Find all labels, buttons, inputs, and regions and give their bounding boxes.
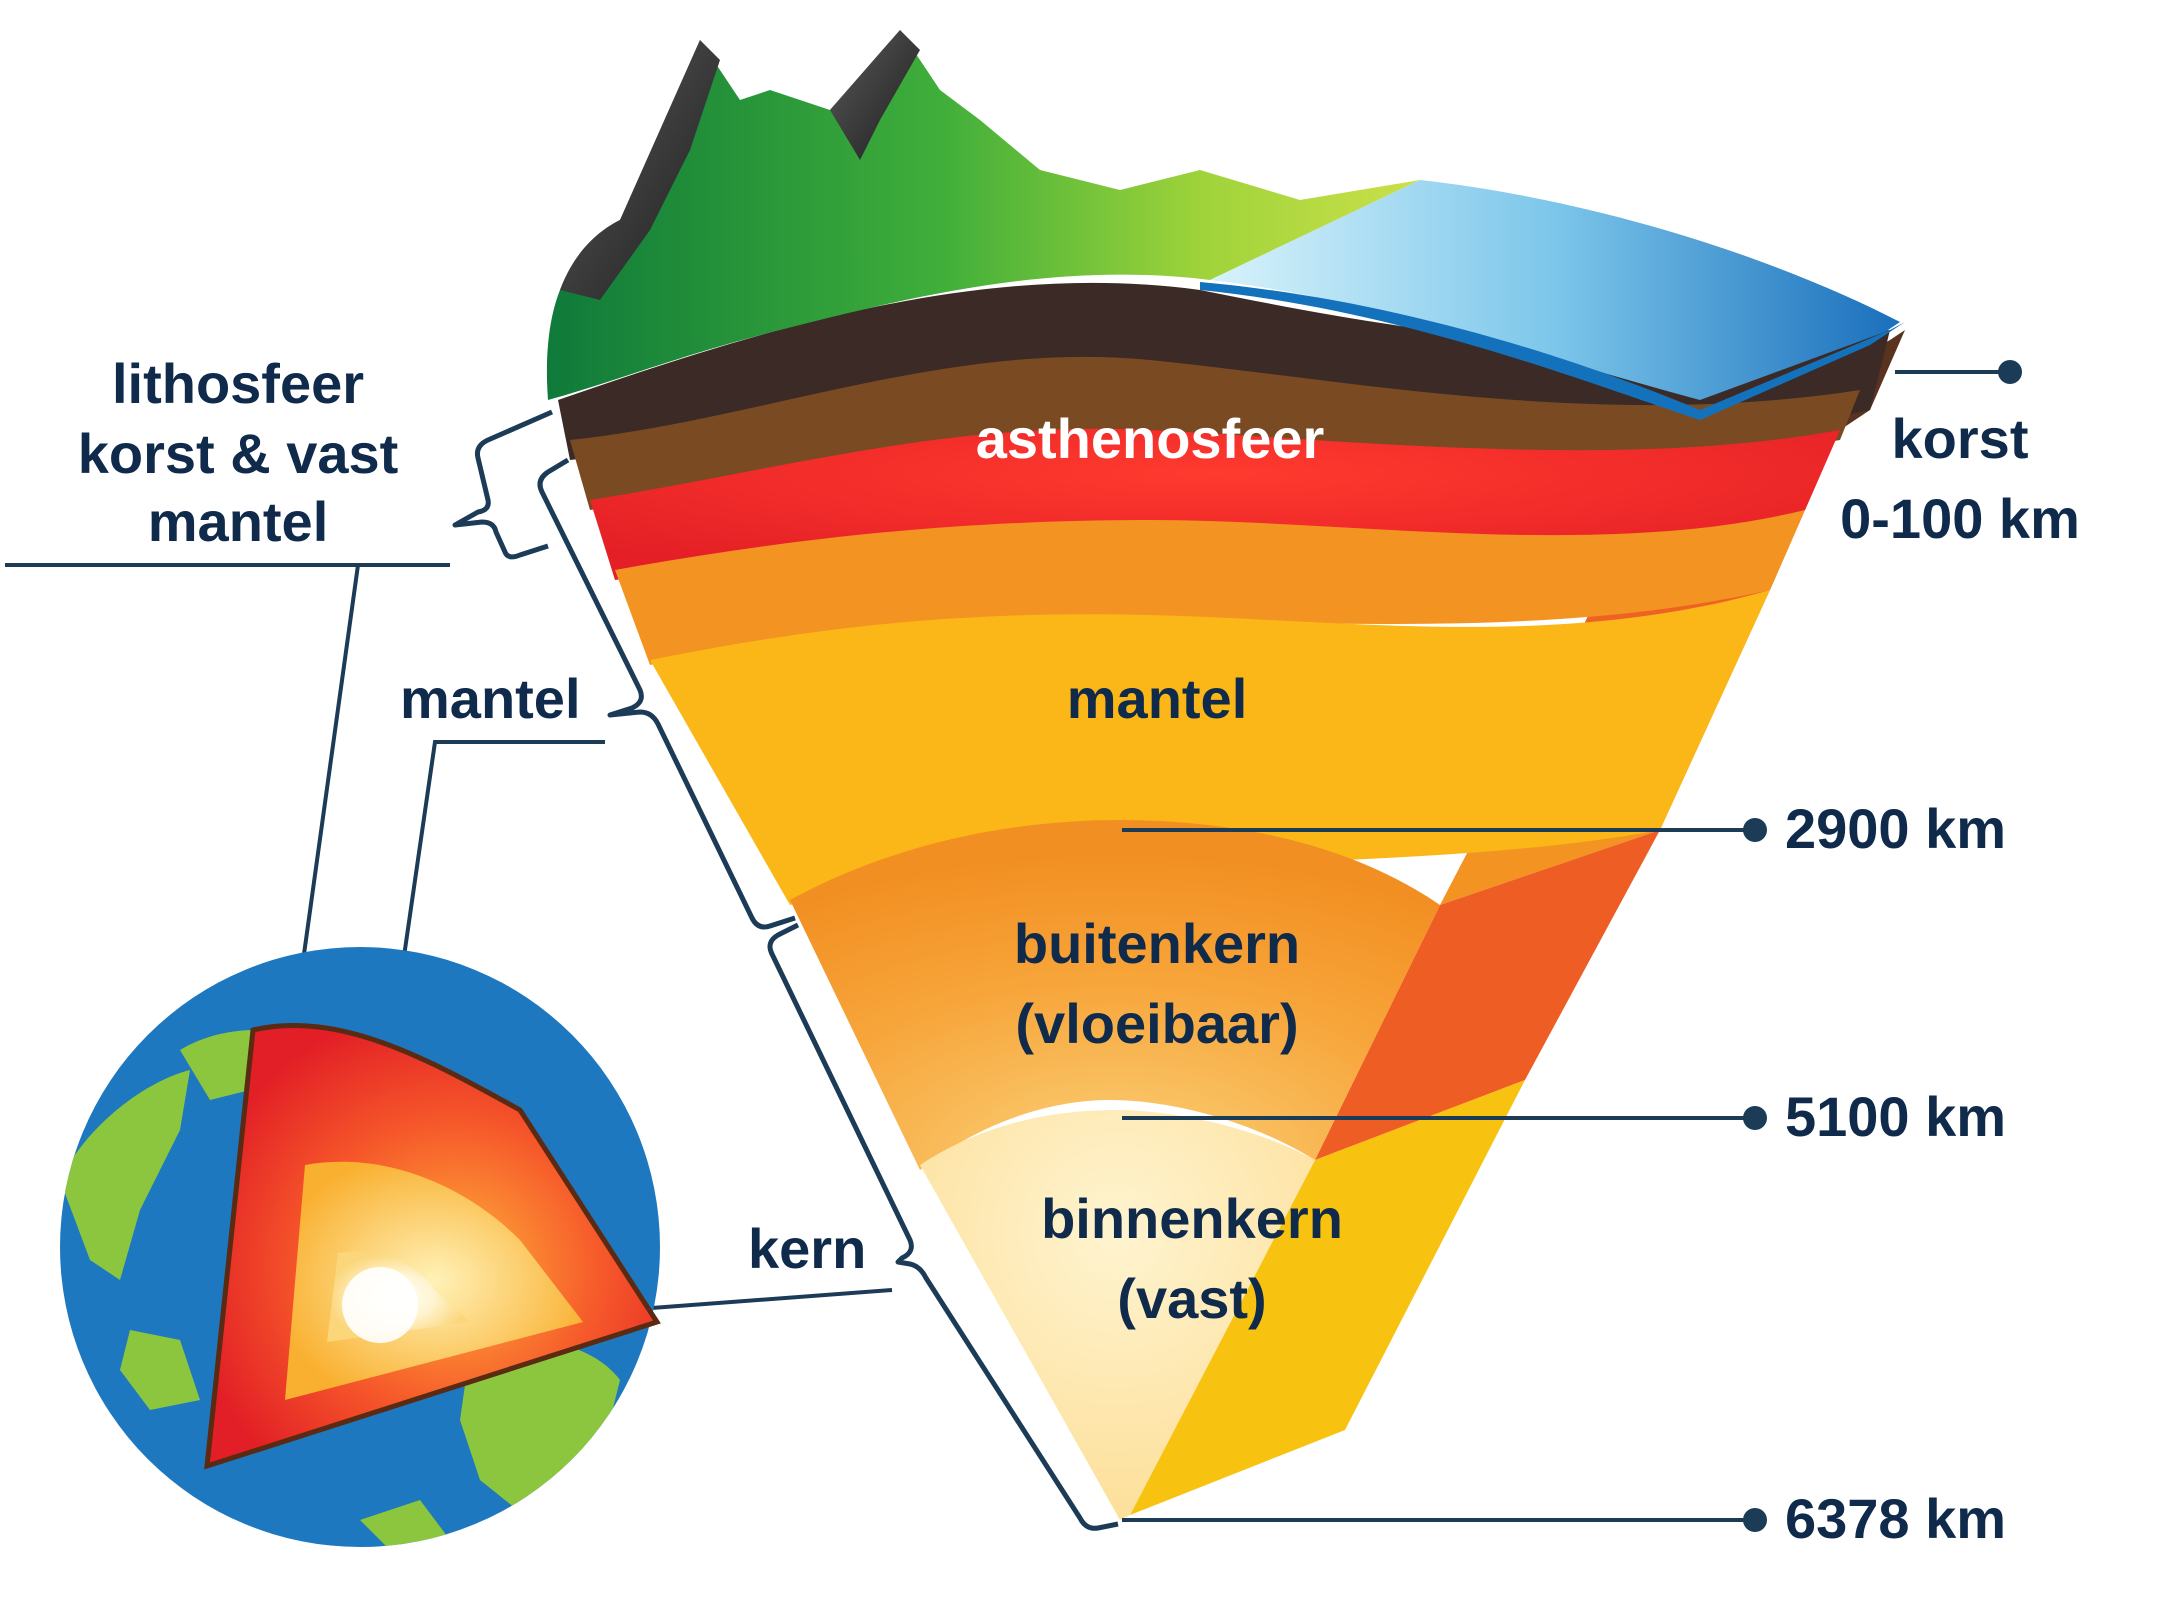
ocean-edge bbox=[1200, 282, 1905, 420]
dot-crust bbox=[1998, 360, 2022, 384]
label-lithosphere-line2: korst & vast bbox=[77, 422, 399, 485]
layer-mantle bbox=[650, 590, 1770, 905]
mountain-rock-2 bbox=[830, 30, 920, 160]
bracket-mantle bbox=[537, 457, 796, 930]
side-face-outer-core bbox=[1315, 830, 1660, 1160]
surface-land bbox=[546, 30, 1420, 400]
cross-section-wedge bbox=[546, 30, 1905, 1520]
label-inner-core-line2: (vast) bbox=[1117, 1267, 1267, 1330]
dot-5100 bbox=[1743, 1106, 1767, 1130]
label-depth-2900: 2900 km bbox=[1785, 797, 2007, 860]
label-mantle-left: mantel bbox=[400, 667, 581, 730]
continent-shape bbox=[120, 1330, 200, 1410]
dot-2900 bbox=[1743, 818, 1767, 842]
layer-inner-core bbox=[920, 1110, 1315, 1520]
surface-ocean bbox=[1210, 180, 1900, 400]
globe-cut-outer-core bbox=[285, 1161, 583, 1400]
label-crust-line2: 0-100 km bbox=[1840, 487, 2080, 550]
label-lithosphere-line3: mantel bbox=[147, 490, 329, 553]
label-lithosphere-line1: lithosfeer bbox=[111, 352, 365, 415]
leader-dots bbox=[1743, 360, 2022, 1532]
label-mantle-center: mantel bbox=[1066, 667, 1248, 730]
dot-6378 bbox=[1743, 1508, 1767, 1532]
label-crust-line1: korst bbox=[1891, 407, 2029, 470]
bracket-lithosphere bbox=[452, 409, 554, 560]
continent-shape bbox=[60, 1070, 190, 1280]
bracket-core bbox=[767, 922, 1119, 1531]
label-inner-core-line1: binnenkern bbox=[1041, 1187, 1343, 1250]
label-outer-core-line1: buitenkern bbox=[1013, 912, 1301, 975]
label-asthenosphere: asthenosfeer bbox=[975, 407, 1325, 470]
label-core-left: kern bbox=[748, 1217, 867, 1280]
layer-outer-core bbox=[790, 820, 1440, 1170]
label-depth-5100: 5100 km bbox=[1785, 1085, 2007, 1148]
mountain-rock bbox=[560, 40, 720, 300]
label-depth-6378: 6378 km bbox=[1785, 1487, 2007, 1550]
globe bbox=[60, 947, 661, 1547]
label-outer-core-line2: (vloeibaar) bbox=[1015, 992, 1299, 1055]
globe-inner-core-highlight bbox=[342, 1267, 418, 1343]
side-face-inner-core bbox=[1130, 1080, 1525, 1515]
